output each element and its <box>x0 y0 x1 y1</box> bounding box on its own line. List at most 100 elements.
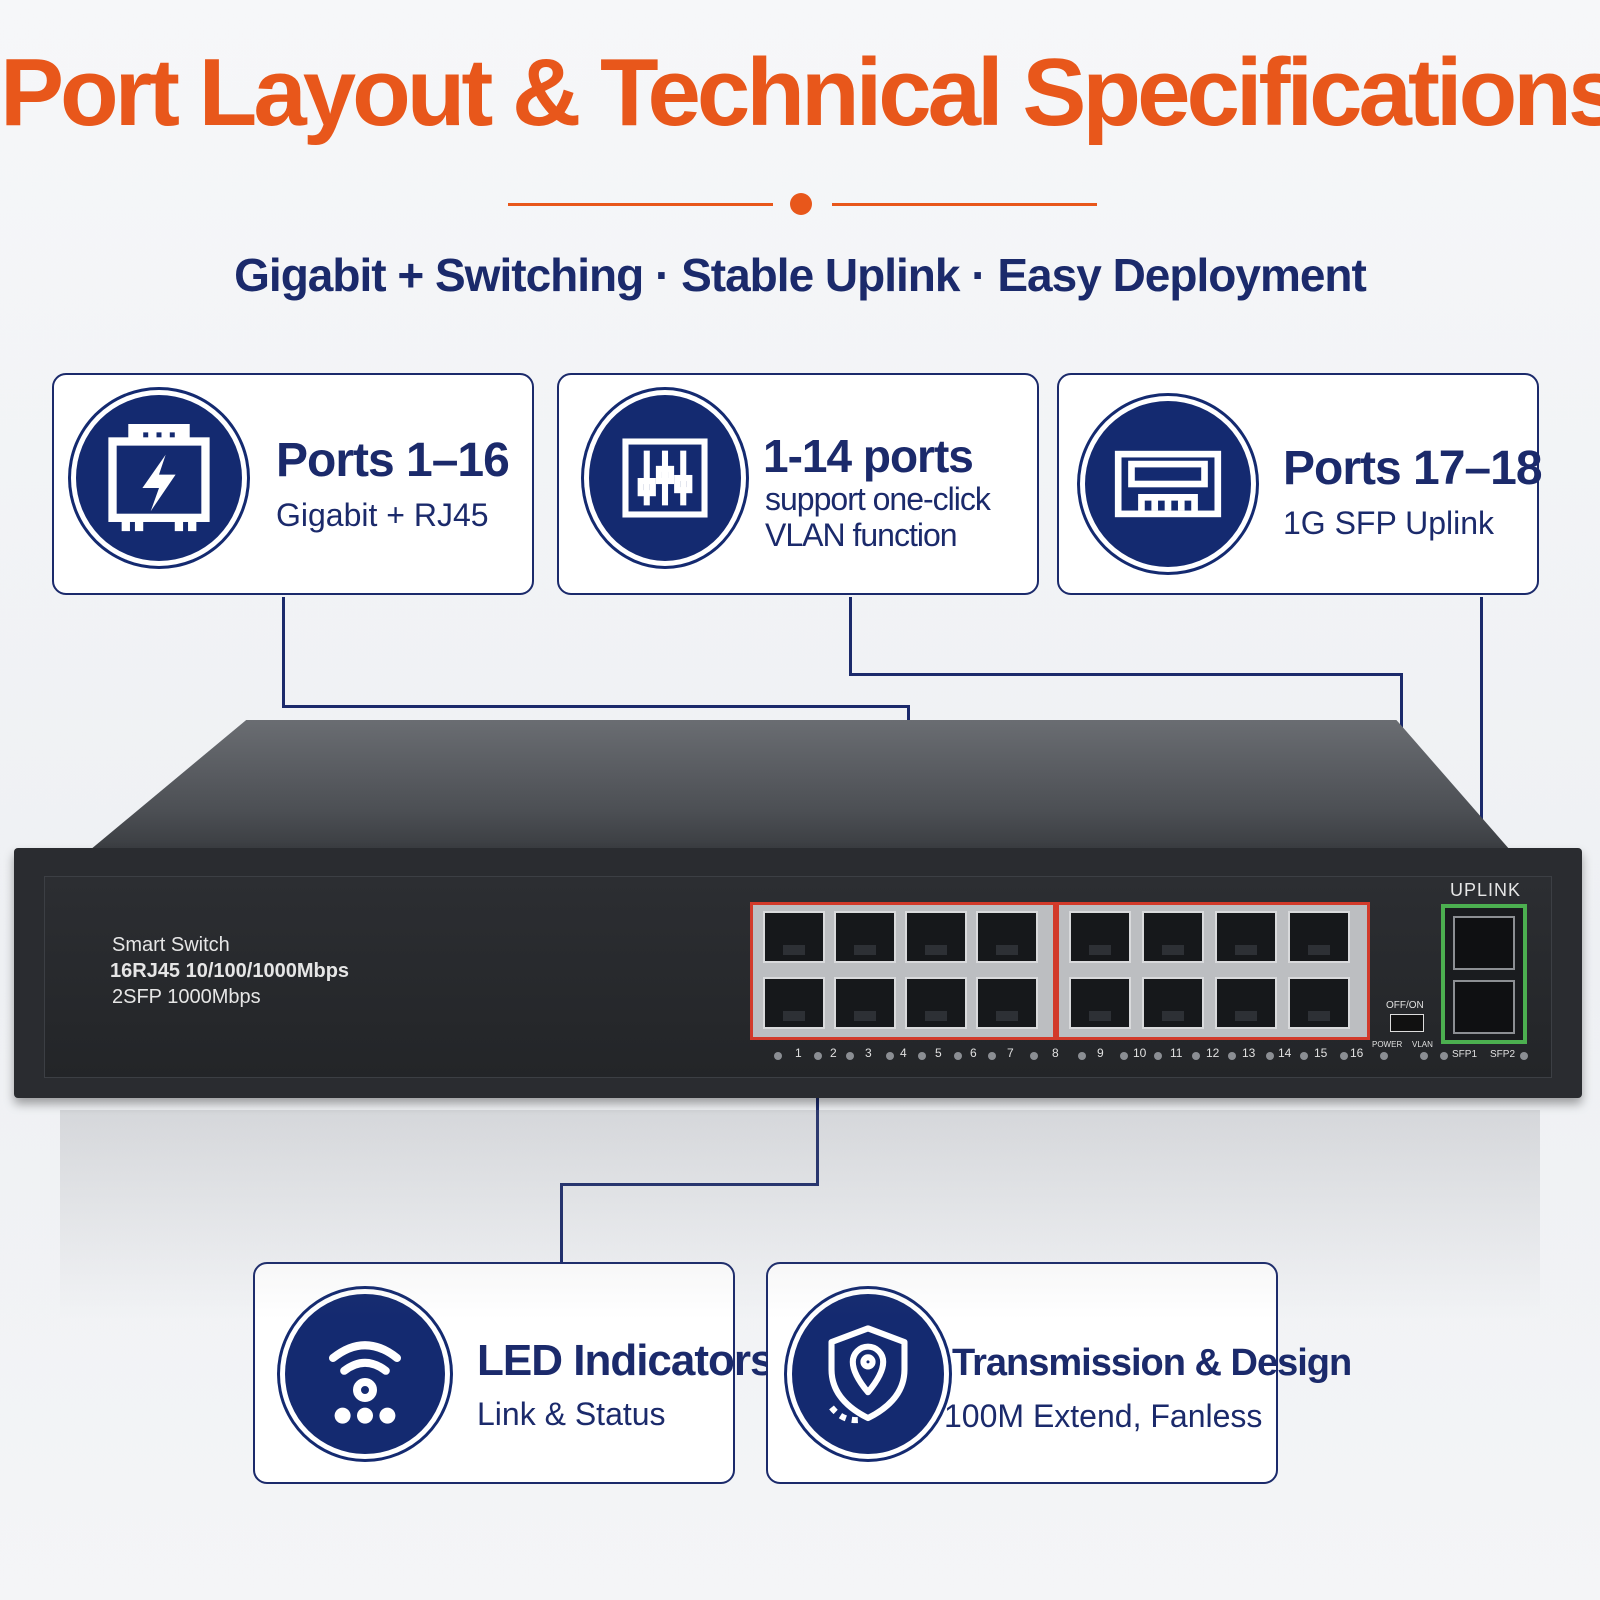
card-title: LED Indicators <box>477 1336 774 1385</box>
shield-location-icon <box>792 1294 944 1454</box>
rj45-port[interactable] <box>1142 977 1204 1029</box>
port-number: 11 <box>1170 1046 1183 1060</box>
connector-line <box>560 1183 563 1265</box>
port-number: 14 <box>1278 1046 1292 1060</box>
port-led <box>1266 1052 1274 1060</box>
port-number: 12 <box>1206 1046 1220 1060</box>
sfp1-label: SFP1 <box>1452 1049 1478 1060</box>
vlan-led <box>1420 1052 1428 1060</box>
card-title: Transmission & Design <box>952 1342 1352 1384</box>
page-subtitle: Gigabit + Switching · Stable Uplink · Ea… <box>234 249 1367 301</box>
device-spec-sfp: 2SFP 1000Mbps <box>112 986 261 1008</box>
card-led-indicators: LED Indicators Link & Status <box>253 1262 774 1484</box>
card-vlan: 1-14 ports support one-click VLAN functi… <box>557 373 1039 595</box>
port-number: 3 <box>865 1046 872 1060</box>
port-led <box>846 1052 854 1060</box>
port-led <box>814 1052 822 1060</box>
port-led <box>1192 1052 1200 1060</box>
card-title: Ports 17–18 <box>1283 442 1543 495</box>
card-transmission-design: Transmission & Design 100M Extend, Fanle… <box>766 1262 1352 1484</box>
rj45-port[interactable] <box>1288 911 1350 963</box>
title-divider-left <box>508 203 773 206</box>
title-divider-dot <box>790 193 812 215</box>
port-led <box>1030 1052 1038 1060</box>
port-led <box>886 1052 894 1060</box>
rj45-port[interactable] <box>905 977 967 1029</box>
port-led <box>1078 1052 1086 1060</box>
connector-line <box>816 1055 819 1185</box>
port-led <box>1340 1052 1348 1060</box>
port-number: 15 <box>1314 1046 1328 1060</box>
card-subtitle-line2: VLAN function <box>765 517 958 553</box>
uplink-label: UPLINK <box>1450 880 1522 900</box>
port-led <box>1228 1052 1236 1060</box>
card-title: Ports 1–16 <box>276 434 510 487</box>
card-subtitle: Link & Status <box>477 1396 666 1432</box>
ethernet-port-icon <box>76 395 242 561</box>
rj45-port-group-left <box>750 902 1056 1040</box>
card-ports-17-18: Ports 17–18 1G SFP Uplink <box>1057 373 1543 595</box>
connector-line <box>282 705 910 708</box>
port-number: 5 <box>935 1046 942 1060</box>
rj45-port-group-right <box>1056 902 1370 1040</box>
card-subtitle: 100M Extend, Fanless <box>944 1398 1263 1434</box>
sfp-module-icon <box>1085 401 1251 567</box>
port-number: 13 <box>1242 1046 1256 1060</box>
port-led <box>1120 1052 1128 1060</box>
vlan-label: VLAN <box>1412 1040 1433 1049</box>
port-number: 7 <box>1007 1046 1014 1060</box>
sfp-uplink-frame <box>1441 904 1527 1044</box>
card-subtitle: 1G SFP Uplink <box>1283 505 1495 541</box>
vlan-switch-label: OFF/ON <box>1386 1000 1424 1011</box>
connector-line <box>1480 597 1483 875</box>
port-number: 9 <box>1097 1046 1104 1060</box>
rj45-port[interactable] <box>1215 977 1277 1029</box>
rj45-port[interactable] <box>976 977 1038 1029</box>
port-led <box>774 1052 782 1060</box>
wifi-signal-icon <box>285 1294 445 1454</box>
power-label: POWER <box>1372 1040 1403 1049</box>
rj45-port[interactable] <box>1069 911 1131 963</box>
connector-line <box>849 673 1403 676</box>
card-ports-1-16: Ports 1–16 Gigabit + RJ45 <box>52 373 534 595</box>
switch-reflection <box>60 1110 1540 1320</box>
port-led <box>1300 1052 1308 1060</box>
page-title: Port Layout & Technical Specifications <box>0 39 1600 146</box>
sfp1-led <box>1440 1052 1448 1060</box>
card-subtitle: Gigabit + RJ45 <box>276 497 489 533</box>
port-number: 10 <box>1133 1046 1147 1060</box>
port-number: 2 <box>830 1046 837 1060</box>
rj45-port[interactable] <box>976 911 1038 963</box>
device-name: Smart Switch <box>112 934 230 956</box>
card-subtitle-line1: support one-click <box>765 481 991 517</box>
sfp2-led <box>1520 1052 1528 1060</box>
rj45-port[interactable] <box>834 977 896 1029</box>
port-led <box>988 1052 996 1060</box>
connector-line <box>849 597 852 675</box>
rj45-port[interactable] <box>1215 911 1277 963</box>
device-spec-rj45: 16RJ45 10/100/1000Mbps <box>110 960 350 982</box>
power-led <box>1380 1052 1388 1060</box>
rj45-port[interactable] <box>763 911 825 963</box>
connector-line <box>282 597 285 707</box>
connector-line <box>560 1183 819 1186</box>
card-title: 1-14 ports <box>763 430 974 482</box>
port-number: 16 <box>1350 1046 1364 1060</box>
rj45-port[interactable] <box>834 911 896 963</box>
port-number: 1 <box>795 1046 802 1060</box>
rj45-port[interactable] <box>763 977 825 1029</box>
sfp-port[interactable] <box>1453 980 1515 1034</box>
rj45-port[interactable] <box>1142 911 1204 963</box>
port-number: 6 <box>970 1046 977 1060</box>
sliders-icon <box>589 395 741 561</box>
port-led <box>918 1052 926 1060</box>
rj45-port[interactable] <box>905 911 967 963</box>
switch-top-cover <box>90 720 1510 850</box>
sfp-port[interactable] <box>1453 916 1515 970</box>
port-number: 4 <box>900 1046 907 1060</box>
rj45-port[interactable] <box>1288 977 1350 1029</box>
sfp2-label: SFP2 <box>1490 1049 1516 1060</box>
rj45-port[interactable] <box>1069 977 1131 1029</box>
title-divider-right <box>832 203 1097 206</box>
vlan-toggle-switch[interactable] <box>1390 1014 1424 1032</box>
